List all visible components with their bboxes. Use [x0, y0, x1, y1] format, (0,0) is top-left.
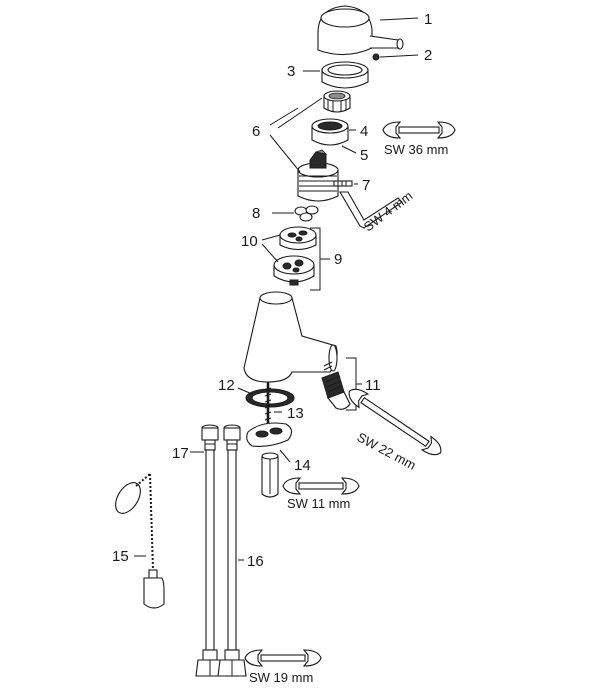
callout-15: 15 [112, 548, 129, 565]
callout-2: 2 [424, 47, 432, 64]
sleeve-icon [261, 452, 279, 498]
wrench-label-sw11: SW 11 mm [287, 496, 350, 511]
spout-body-icon [243, 291, 338, 383]
cartridge-icon [297, 149, 339, 202]
callout-7: 7 [362, 177, 370, 194]
callout-10: 10 [241, 233, 258, 250]
disc-upper-icon [279, 226, 317, 251]
wrench-label-sw4: SW 4 mm [361, 188, 416, 234]
spanner-icon [282, 477, 360, 495]
spanner-icon [348, 388, 442, 456]
hose-icon [195, 424, 225, 677]
callout-8: 8 [252, 205, 260, 222]
wrench-label-sw22: SW 22 mm [355, 429, 419, 472]
o-rings-icon [294, 205, 319, 222]
grub-screw-icon [372, 53, 380, 61]
wrench-label-sw36: SW 36 mm [384, 142, 448, 157]
spanner-icon [382, 121, 456, 139]
hose-icon [217, 424, 247, 677]
callout-17: 17 [172, 445, 189, 462]
callout-14: 14 [294, 457, 311, 474]
nut-icon [311, 118, 349, 146]
threaded-rod-icon [264, 382, 272, 430]
callout-12: 12 [218, 377, 235, 394]
clamp-plate-icon [246, 422, 293, 447]
gasket-icon [245, 388, 295, 408]
callout-13: 13 [287, 405, 304, 422]
disc-lower-icon [273, 255, 315, 286]
callout-1: 1 [424, 11, 432, 28]
callout-4: 4 [360, 123, 368, 140]
allen-key-icon [333, 180, 403, 229]
spanner-icon [244, 649, 322, 667]
cover-cap-icon [321, 61, 369, 89]
callout-5: 5 [360, 147, 368, 164]
callout-3: 3 [287, 63, 295, 80]
callout-16: 16 [247, 553, 264, 570]
aerator-icon [321, 361, 351, 410]
handle-icon [317, 5, 404, 56]
bushing-icon [323, 90, 351, 113]
callout-11: 11 [365, 377, 381, 394]
callout-6: 6 [252, 123, 260, 140]
callout-9: 9 [334, 251, 342, 268]
chain-plug-icon [115, 473, 165, 609]
wrench-label-sw19: SW 19 mm [249, 670, 313, 685]
